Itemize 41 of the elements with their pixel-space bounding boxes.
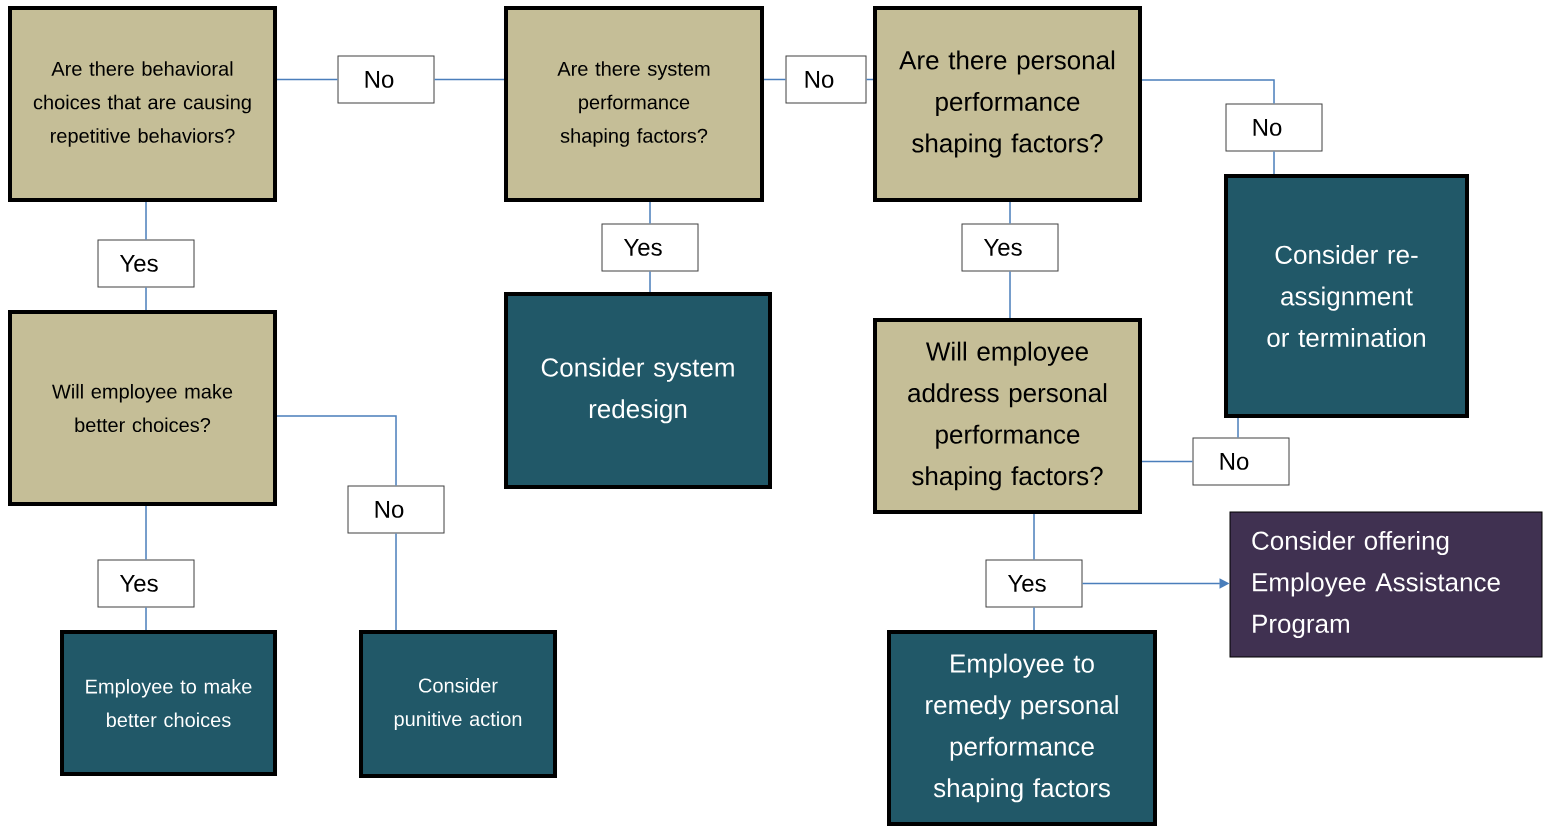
connector-line xyxy=(145,606,147,631)
yes-no-tag: Yes xyxy=(985,559,1083,608)
connector-line xyxy=(1033,513,1035,561)
connector-line xyxy=(1009,201,1011,225)
action-box: Employee to remedy personal performance shaping factors xyxy=(887,630,1157,826)
decision-box: Are there system performance shaping factors? xyxy=(504,6,764,202)
decision-box: Are there personal performance shaping factors? xyxy=(873,6,1142,202)
connector-line xyxy=(276,78,339,81)
yes-no-tag: Yes xyxy=(97,239,195,288)
decision-box: Will employee address personal performance shaping factors? xyxy=(873,318,1142,514)
connector-line xyxy=(763,78,787,81)
connector-line xyxy=(145,201,147,241)
yes-no-tag: No xyxy=(785,55,867,104)
connector-line xyxy=(1237,417,1239,439)
yes-no-tag: Yes xyxy=(97,559,195,608)
yes-no-tag: No xyxy=(1192,437,1290,486)
connector-line xyxy=(649,201,651,225)
decision-box: Are there behavioral choices that are causing repetitive behaviors? xyxy=(8,6,277,202)
connector-line xyxy=(145,505,147,561)
connector-line xyxy=(1009,270,1011,319)
connector-line xyxy=(1033,606,1035,631)
connector-line xyxy=(433,78,505,81)
yes-no-tag: Yes xyxy=(961,223,1059,272)
action-box: Employee to make better choices xyxy=(60,630,277,776)
connector-line xyxy=(1141,79,1275,105)
connector-line xyxy=(1273,150,1275,175)
yes-no-tag: No xyxy=(347,485,445,534)
yes-no-tag: No xyxy=(337,55,435,104)
action-box: Consider punitive action xyxy=(359,630,557,778)
connector-line xyxy=(276,415,397,487)
decision-box: Will employee make better choices? xyxy=(8,310,277,506)
action-box: Consider re-assignment or termination xyxy=(1224,174,1469,418)
yes-no-tag: No xyxy=(1225,103,1323,152)
note-box: Consider offering Employee Assistance Program xyxy=(1229,511,1543,658)
yes-no-tag: Yes xyxy=(601,223,699,272)
connector-line xyxy=(865,78,874,81)
connector-line xyxy=(1141,460,1194,463)
connector-line xyxy=(145,286,147,311)
connector-line xyxy=(395,532,397,631)
connector-line xyxy=(649,270,651,293)
action-box: Consider system redesign xyxy=(504,292,772,489)
